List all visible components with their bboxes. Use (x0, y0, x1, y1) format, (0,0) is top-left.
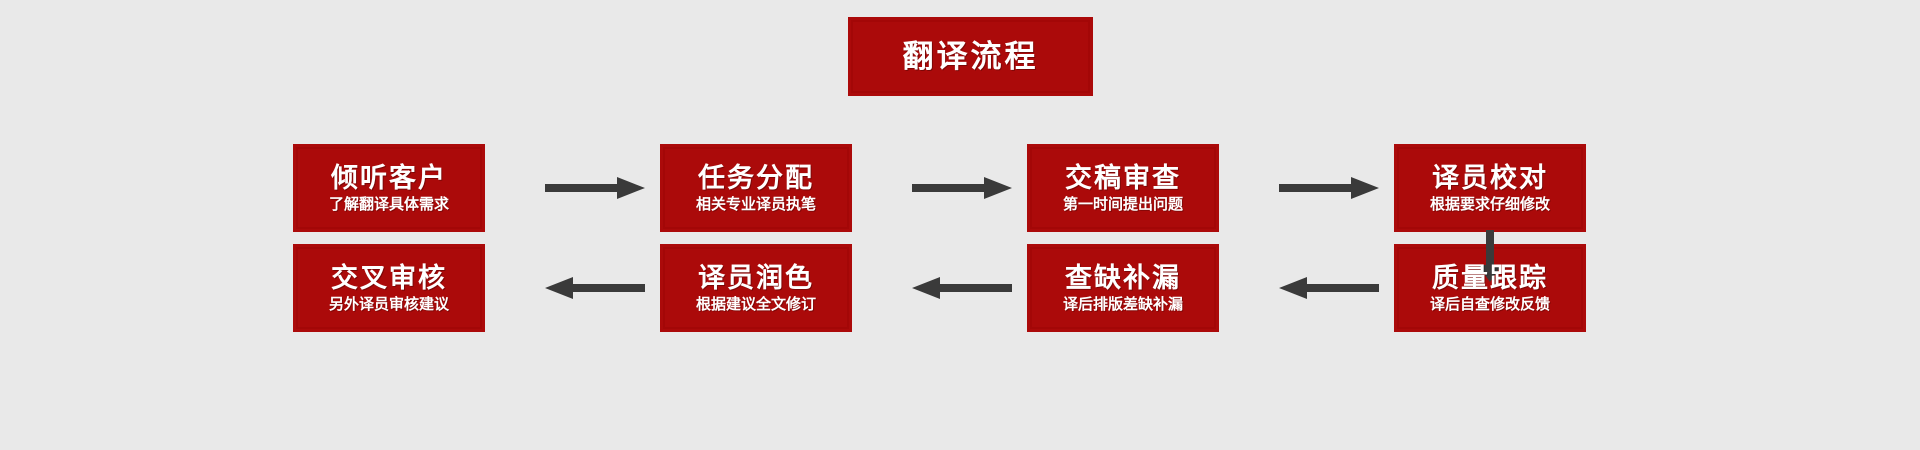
node-title-cross-review: 交叉审核 (331, 262, 447, 293)
process-node-submission-review[interactable]: 交稿审查 第一时间提出问题 (1027, 144, 1219, 232)
arrow-left-icon (1279, 275, 1379, 301)
process-node-task-assignment[interactable]: 任务分配 相关专业译员执笔 (660, 144, 852, 232)
flowchart-title-text: 翻译流程 (902, 39, 1039, 74)
arrow-left-icon (545, 275, 645, 301)
node-title-task-assignment: 任务分配 (698, 162, 814, 193)
process-node-cross-review[interactable]: 交叉审核 另外译员审核建议 (293, 244, 485, 332)
node-title-translator-polishing: 译员润色 (698, 262, 814, 293)
process-node-translator-proofreading[interactable]: 译员校对 根据要求仔细修改 (1394, 144, 1586, 232)
node-subtitle-quality-tracking: 译后自查修改反馈 (1429, 295, 1550, 313)
arrow-down-icon (1475, 230, 1505, 282)
node-subtitle-cross-review: 另外译员审核建议 (328, 295, 449, 313)
process-node-translator-polishing[interactable]: 译员润色 根据建议全文修订 (660, 244, 852, 332)
node-subtitle-submission-review: 第一时间提出问题 (1062, 195, 1183, 213)
process-node-listen-to-client[interactable]: 倾听客户 了解翻译具体需求 (293, 144, 485, 232)
node-subtitle-listen-to-client: 了解翻译具体需求 (328, 195, 449, 213)
node-title-listen-to-client: 倾听客户 (331, 162, 447, 193)
node-subtitle-gap-filling: 译后排版差缺补漏 (1062, 295, 1183, 313)
node-subtitle-translator-proofreading: 根据要求仔细修改 (1429, 195, 1550, 213)
node-title-translator-proofreading: 译员校对 (1432, 162, 1548, 193)
arrow-right-icon (545, 175, 645, 201)
arrow-right-icon (912, 175, 1012, 201)
flowchart-title-box: 翻译流程 (848, 17, 1093, 96)
process-node-gap-filling[interactable]: 查缺补漏 译后排版差缺补漏 (1027, 244, 1219, 332)
node-title-gap-filling: 查缺补漏 (1065, 262, 1181, 293)
node-title-submission-review: 交稿审查 (1065, 162, 1181, 193)
node-subtitle-task-assignment: 相关专业译员执笔 (695, 195, 816, 213)
arrow-right-icon (1279, 175, 1379, 201)
node-subtitle-translator-polishing: 根据建议全文修订 (695, 295, 816, 313)
node-title-quality-tracking: 质量跟踪 (1432, 262, 1548, 293)
arrow-left-icon (912, 275, 1012, 301)
